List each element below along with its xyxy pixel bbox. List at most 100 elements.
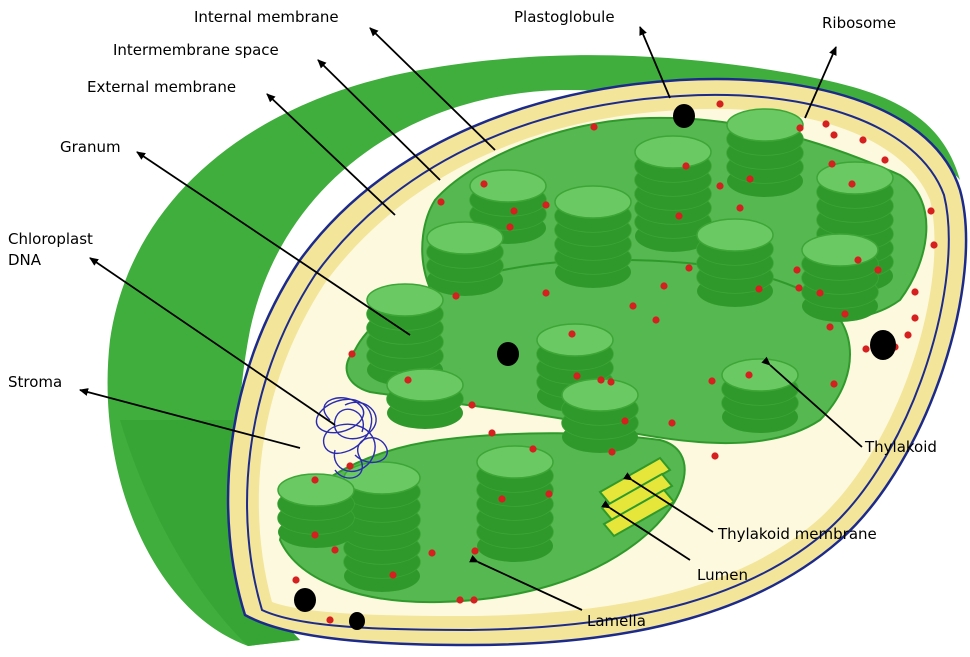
thylakoid-disc (470, 170, 546, 216)
ribosome (927, 207, 934, 214)
label-external-membrane: External membrane (87, 78, 236, 96)
ribosome (568, 330, 575, 337)
ribosome (311, 476, 318, 483)
ribosome (529, 445, 536, 452)
ribosome (621, 417, 628, 424)
thylakoid-disc (477, 446, 553, 492)
ribosome (874, 266, 881, 273)
ribosome (510, 207, 517, 214)
ribosome (326, 616, 333, 623)
thylakoid-disc (537, 324, 613, 370)
plastoglobule (349, 612, 365, 630)
ribosome (911, 288, 918, 295)
thylakoid-disc (635, 136, 711, 182)
ribosome (755, 285, 762, 292)
thylakoid-disc (802, 234, 878, 280)
ribosome (830, 380, 837, 387)
ribosome (470, 596, 477, 603)
ribosome (881, 156, 888, 163)
thylakoid-disc (555, 186, 631, 232)
ribosome (793, 266, 800, 273)
ribosome (716, 100, 723, 107)
ribosome (848, 180, 855, 187)
ribosome (652, 316, 659, 323)
granum-stack (722, 359, 798, 433)
granum-stack (697, 219, 773, 307)
ribosome (682, 162, 689, 169)
ribosome (816, 289, 823, 296)
ribosome (675, 212, 682, 219)
ribosome (708, 377, 715, 384)
label-internal-membrane: Internal membrane (194, 8, 339, 26)
thylakoid-disc (367, 284, 443, 330)
thylakoid-disc (344, 462, 420, 508)
granum-stack (344, 462, 420, 592)
ribosome (796, 124, 803, 131)
granum-stack (387, 369, 463, 429)
ribosome (745, 371, 752, 378)
label-ribosome: Ribosome (822, 14, 896, 32)
label-dna: DNA (8, 251, 42, 269)
ribosome (542, 289, 549, 296)
label-intermembrane-space: Intermembrane space (113, 41, 279, 59)
granum-stack (562, 379, 638, 453)
ribosome (854, 256, 861, 263)
plastoglobule (870, 330, 896, 360)
ribosome (389, 571, 396, 578)
label-stroma: Stroma (8, 373, 62, 391)
ribosome (629, 302, 636, 309)
ribosome (660, 282, 667, 289)
plastoglobule (294, 588, 316, 612)
granum-stack (727, 109, 803, 197)
label-plastoglobule: Plastoglobule (514, 8, 615, 26)
ribosome (542, 201, 549, 208)
ribosome (545, 490, 552, 497)
ribosome (746, 175, 753, 182)
ribosome (668, 419, 675, 426)
ribosome (292, 576, 299, 583)
ribosome (716, 182, 723, 189)
label-chloroplast: Chloroplast (8, 230, 93, 248)
label-thylakoid-membrane: Thylakoid membrane (717, 525, 877, 543)
ribosome (685, 264, 692, 271)
ribosome (468, 401, 475, 408)
label-granum: Granum (60, 138, 121, 156)
ribosome (826, 323, 833, 330)
ribosome (828, 160, 835, 167)
ribosome (573, 372, 580, 379)
thylakoid-disc (727, 109, 803, 155)
ribosome (711, 452, 718, 459)
granum-stack (477, 446, 553, 562)
ribosome (488, 429, 495, 436)
ribosome (452, 292, 459, 299)
ribosome (911, 314, 918, 321)
thylakoid-disc (697, 219, 773, 265)
ribosome (437, 198, 444, 205)
granum-stack (555, 186, 631, 288)
ribosome (428, 549, 435, 556)
label-thylakoid: Thylakoid (864, 438, 937, 456)
ribosome (597, 376, 604, 383)
ribosome (346, 462, 353, 469)
label-lamella: Lamella (587, 612, 646, 630)
thylakoid-disc (427, 222, 503, 268)
granum-stack (802, 234, 878, 322)
plastoglobule (497, 342, 519, 366)
thylakoid-disc (722, 359, 798, 405)
ribosome (404, 376, 411, 383)
ribosome (506, 223, 513, 230)
ribosome (830, 131, 837, 138)
ribosome (736, 204, 743, 211)
ribosome (930, 241, 937, 248)
ribosome (498, 495, 505, 502)
ribosome (331, 546, 338, 553)
ribosome (607, 378, 614, 385)
ribosome (456, 596, 463, 603)
ribosome (859, 136, 866, 143)
ribosome (480, 180, 487, 187)
ribosome (311, 531, 318, 538)
granum-stack (427, 222, 503, 296)
ribosome (841, 310, 848, 317)
thylakoid-disc (387, 369, 463, 415)
